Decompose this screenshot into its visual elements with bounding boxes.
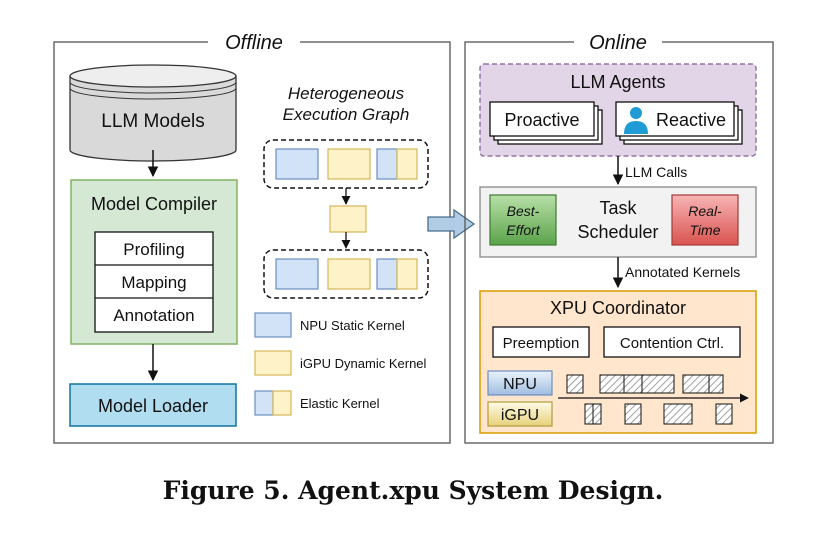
igpu-kernel [327, 258, 371, 290]
npu-kernel [275, 148, 319, 180]
llm-models-database: LLM Models [69, 64, 237, 162]
compiler-step-annotation: Annotation [113, 306, 194, 325]
annotated-kernels-label: Annotated Kernels [625, 264, 740, 280]
llm-models-label: LLM Models [101, 111, 205, 132]
legend-npu-swatch [254, 312, 292, 338]
online-panel: Online [464, 30, 774, 444]
igpu-device-label: iGPU [487, 401, 553, 427]
task-scheduler-box: Best- Effort Task Scheduler Real- Time [479, 186, 757, 258]
legend-elastic-swatch [254, 390, 292, 416]
task-scheduler-line1: Task [599, 198, 637, 218]
figure-caption: Figure 5. Agent.xpu System Design. [162, 476, 664, 505]
graph-stage-bottom [263, 249, 429, 299]
hatched-kernel-icon [623, 374, 643, 394]
offline-title: Offline [225, 32, 283, 54]
compiler-step-mapping: Mapping [121, 273, 186, 292]
svg-text:iGPU: iGPU [501, 407, 539, 424]
npu-timeline [566, 374, 724, 394]
online-title: Online [589, 32, 647, 54]
proactive-label: Proactive [504, 110, 579, 130]
legend-elastic-label: Elastic Kernel [300, 396, 380, 411]
preemption-label: Preemption [503, 335, 580, 352]
best-effort-line1: Best- [507, 203, 540, 219]
legend-igpu-swatch [254, 350, 292, 376]
hatched-kernel-icon [663, 403, 693, 425]
npu-kernel [275, 258, 319, 290]
graph-title-line2: Execution Graph [283, 105, 410, 124]
real-time-line2: Time [690, 222, 721, 238]
reactive-label: Reactive [656, 110, 726, 130]
graph-stage-top [263, 139, 429, 189]
real-time-queue: Real- Time [671, 194, 739, 246]
xpu-coordinator-title: XPU Coordinator [550, 298, 686, 318]
hatched-kernel-icon [682, 374, 710, 394]
best-effort-queue: Best- Effort [489, 194, 557, 246]
arrow-icon [427, 208, 476, 240]
contention-ctrl-label: Contention Ctrl. [620, 335, 724, 352]
offline-panel: Offline [53, 30, 451, 444]
llm-calls-label: LLM Calls [625, 164, 687, 180]
graph-title-line1: Heterogeneous [288, 84, 405, 103]
best-effort-line2: Effort [506, 222, 541, 238]
elastic-kernel [376, 148, 418, 180]
hatched-kernel-icon [566, 374, 584, 394]
elastic-kernel [376, 258, 418, 290]
hatched-kernel-icon [624, 403, 642, 425]
igpu-kernel [327, 148, 371, 180]
compiler-step-profiling: Profiling [123, 240, 184, 259]
llm-agents-box: LLM Agents Proactive Reactive [479, 63, 757, 157]
llm-agents-title: LLM Agents [570, 72, 665, 92]
model-loader-label: Model Loader [98, 396, 208, 416]
npu-device-label: NPU [487, 370, 553, 396]
svg-text:NPU: NPU [503, 376, 537, 393]
preemption-box [492, 326, 590, 358]
model-loader-box: Model Loader [69, 383, 237, 427]
igpu-timeline [584, 403, 733, 425]
proactive-agent-stack: Proactive [489, 101, 603, 145]
task-scheduler-line2: Scheduler [577, 222, 658, 242]
hatched-kernel-icon [599, 374, 625, 394]
reactive-agent-stack: Reactive [615, 101, 743, 145]
contention-ctrl-box [603, 326, 741, 358]
hatched-kernel-icon [584, 403, 594, 425]
model-compiler-title: Model Compiler [91, 194, 217, 214]
legend-igpu-label: iGPU Dynamic Kernel [300, 356, 427, 371]
real-time-line1: Real- [688, 203, 722, 219]
execution-graph: Heterogeneous Execution Graph [263, 84, 429, 299]
hatched-kernel-icon [715, 403, 733, 425]
igpu-kernel [329, 205, 367, 233]
hatched-kernel-icon [641, 374, 675, 394]
diagram-canvas: Offline LLM Models Model Compiler Profil… [53, 30, 774, 444]
person-icon [624, 107, 648, 134]
hatched-kernel-icon [708, 374, 724, 394]
kernel-legend: NPU Static Kernel iGPU Dynamic Kernel El… [254, 312, 427, 416]
model-compiler-box: Model Compiler Profiling Mapping Annotat… [70, 179, 238, 345]
legend-npu-label: NPU Static Kernel [300, 318, 405, 333]
hatched-kernel-icon [592, 403, 602, 425]
xpu-coordinator-box: XPU Coordinator Preemption Contention Ct… [479, 290, 757, 434]
